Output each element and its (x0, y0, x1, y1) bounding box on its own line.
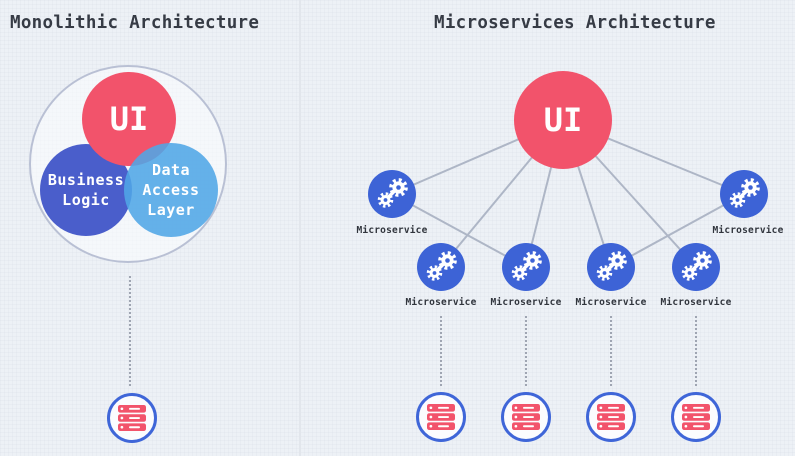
monolith-ui-label: UI (109, 100, 149, 138)
panel-divider (299, 0, 301, 456)
gears-icon (672, 243, 720, 291)
microservice-label: Microservice (356, 225, 428, 236)
data-access-layer-circle: Data Access Layer (124, 143, 218, 237)
bottom-margin (0, 456, 795, 461)
microservice-node (417, 243, 465, 291)
microservice-db-connector (610, 316, 612, 386)
microservice-label: Microservice (712, 225, 784, 236)
microservice-node (720, 170, 768, 218)
microservices-ui-circle: UI (514, 71, 612, 169)
microservice-node (672, 243, 720, 291)
microservice-db-connector (440, 316, 442, 386)
microservice-db-connector (525, 316, 527, 386)
microservice-label: Microservice (575, 297, 647, 308)
microservice-label: Microservice (660, 297, 732, 308)
gears-icon (720, 170, 768, 218)
microservice-node (587, 243, 635, 291)
monolith-db-connector (129, 276, 131, 386)
monolithic-title: Monolithic Architecture (10, 13, 260, 33)
gears-icon (587, 243, 635, 291)
microservice-label: Microservice (405, 297, 477, 308)
microservice-label: Microservice (490, 297, 562, 308)
business-logic-label: Business Logic (47, 171, 125, 209)
gears-icon (502, 243, 550, 291)
microservice-node (502, 243, 550, 291)
microservice-node (368, 170, 416, 218)
data-access-layer-label: Data Access Layer (142, 161, 200, 219)
microservice-db-connector (695, 316, 697, 386)
gears-icon (368, 170, 416, 218)
gears-icon (417, 243, 465, 291)
microservices-title: Microservices Architecture (434, 13, 716, 33)
microservices-ui-label: UI (543, 101, 583, 139)
